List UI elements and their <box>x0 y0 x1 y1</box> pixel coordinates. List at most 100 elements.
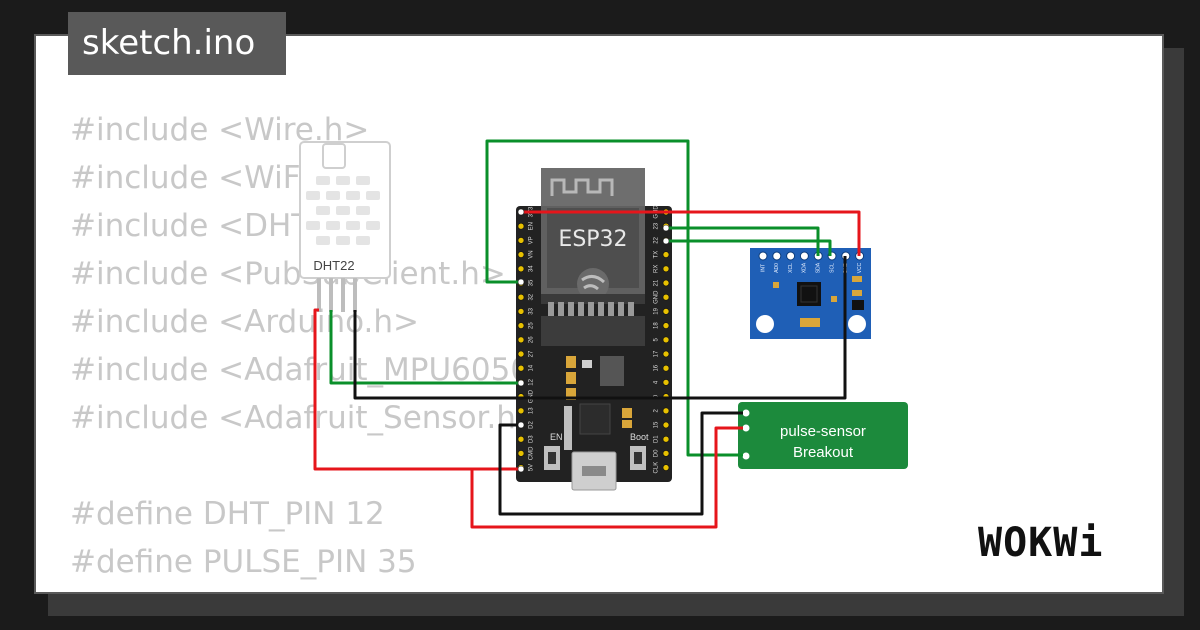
file-tab[interactable]: sketch.ino <box>68 12 286 75</box>
esp32-pin-left[interactable] <box>517 407 525 415</box>
esp32-pin-label: 23 <box>654 222 660 229</box>
esp32-pin-label: 18 <box>654 322 660 329</box>
esp32-pin-left[interactable] <box>517 293 525 301</box>
wire-green-sda <box>666 226 820 256</box>
esp32-pin-left[interactable] <box>517 322 525 329</box>
esp32-pin-left[interactable] <box>517 435 525 443</box>
en-label: EN <box>550 432 563 442</box>
esp32-pin-left[interactable] <box>517 251 525 258</box>
esp32-pin-label: 4 <box>654 380 660 384</box>
pulse-breakout-label: Breakout <box>793 444 854 461</box>
esp32-pin-label: 34 <box>529 265 535 272</box>
wokwi-logo: WOKWi <box>978 520 1104 566</box>
esp32-pin-label: VP <box>529 236 535 244</box>
mpu-pin[interactable] <box>799 251 809 261</box>
espressif-logo-icon <box>577 268 609 300</box>
esp32-pin-right[interactable] <box>662 279 670 287</box>
pulse-sensor-label: pulse-sensor <box>780 423 866 440</box>
esp32-pin-right[interactable] <box>662 364 670 372</box>
esp32-pin-label: CMD <box>529 446 535 460</box>
boot-label: Boot <box>630 432 649 442</box>
mpu-pin[interactable] <box>786 251 796 261</box>
mpu-pin[interactable] <box>772 251 782 261</box>
esp32-pin-label: 35 <box>529 279 535 286</box>
wire-red-vcc <box>521 210 861 256</box>
pulse-sensor-breakout[interactable]: pulse-sensor Breakout <box>738 402 908 469</box>
wire-black-pulse-gnd <box>498 411 743 516</box>
esp32-pin-right[interactable] <box>662 421 670 429</box>
antenna-icon <box>550 178 614 196</box>
esp32-pin-right[interactable] <box>662 265 670 273</box>
esp32-pin-label: 5 <box>654 337 660 341</box>
wire-red-pulse-vcc <box>470 426 743 529</box>
mpu-pin-label: AD0 <box>774 263 780 273</box>
esp32-pin-label: D1 <box>654 435 660 443</box>
esp32-pin-left[interactable] <box>517 265 525 273</box>
usb-chip <box>579 403 611 435</box>
esp32-pin-right[interactable] <box>662 322 670 329</box>
code-line: #include <Arduino.h> <box>70 304 420 340</box>
esp32-pin-label: GND <box>529 389 535 403</box>
esp32-pin-left[interactable] <box>517 308 525 315</box>
esp32-pin-left[interactable] <box>517 350 525 358</box>
mpu-pin-label: SDA <box>816 262 822 273</box>
esp32-pin-label: 5V <box>529 464 535 471</box>
mpu-pin-label: XDA <box>802 262 808 273</box>
esp32-pin-label: RX <box>654 265 660 273</box>
esp32-pin-label: 0 <box>654 394 660 398</box>
esp32-pin-right[interactable] <box>662 251 670 258</box>
esp32-pin-right[interactable] <box>662 336 670 344</box>
esp32-pin-label: VN <box>529 250 535 258</box>
code-line: #define PULSE_PIN 35 <box>70 544 417 580</box>
esp32-pin-label: 26 <box>529 336 535 343</box>
esp32-pin-left[interactable] <box>517 222 525 230</box>
esp32-pin-right[interactable] <box>662 407 670 415</box>
esp32-pin-label: D3 <box>529 435 535 443</box>
esp32-board[interactable]: ESP32 EN Boot 3V3ENVPVN34353233252627141… <box>516 168 672 491</box>
esp32-pin-label: 13 <box>529 407 535 414</box>
code-line: #define DHT_PIN 12 <box>70 496 385 532</box>
wire-red-dht-vcc <box>313 308 521 471</box>
esp32-pin-label: CLK <box>654 462 660 474</box>
code-line: #include <Adafruit_Sensor.h> <box>70 400 542 436</box>
esp32-pin-right[interactable] <box>662 293 670 301</box>
code-preview: #include <Wire.h>#include <WiFi.h>#inclu… <box>70 106 586 586</box>
esp32-pin-label: D0 <box>654 449 660 457</box>
mpu-pin[interactable] <box>758 251 768 261</box>
esp32-pin-label: 27 <box>529 350 535 357</box>
esp32-pin-right[interactable] <box>662 435 670 443</box>
esp32-pin-right[interactable] <box>662 379 670 386</box>
mpu-pin-label: VCC <box>857 262 863 273</box>
esp32-pin-label: 12 <box>529 378 535 385</box>
esp32-pin-left[interactable] <box>517 237 525 244</box>
wires <box>313 139 861 529</box>
esp32-pin-right[interactable] <box>662 464 670 471</box>
dht22-sensor[interactable]: DHT22 <box>299 141 391 312</box>
esp32-pin-label: 16 <box>654 364 660 371</box>
esp32-pin-right[interactable] <box>662 308 670 315</box>
esp32-pin-label: 14 <box>529 364 535 371</box>
esp32-pin-label: 22 <box>654 236 660 243</box>
esp32-pin-left[interactable] <box>517 336 525 344</box>
esp32-pin-label: 15 <box>654 421 660 428</box>
mpu-pin-label: SCL <box>829 263 835 273</box>
mpu-pin-label: INT <box>760 264 766 272</box>
esp32-pin-label: 17 <box>654 350 660 357</box>
esp32-pin-left[interactable] <box>517 364 525 372</box>
esp32-pin-label: GND <box>654 290 660 304</box>
wire-black-gnd <box>353 256 847 400</box>
esp32-pin-right[interactable] <box>662 350 670 358</box>
esp32-pin-label: D2 <box>529 421 535 429</box>
esp32-pin-right[interactable] <box>662 450 670 457</box>
esp32-pin-label: 21 <box>654 279 660 286</box>
esp32-pin-label: 19 <box>654 307 660 314</box>
wire-green-35 <box>485 139 743 457</box>
esp32-pin-left[interactable] <box>517 450 525 457</box>
mpu-pin-label: XCL <box>788 263 794 273</box>
esp32-pin-label: 32 <box>529 293 535 300</box>
esp32-pin-label: EN <box>529 222 535 230</box>
wire-green-scl <box>666 239 832 256</box>
esp32-label: ESP32 <box>558 227 627 252</box>
